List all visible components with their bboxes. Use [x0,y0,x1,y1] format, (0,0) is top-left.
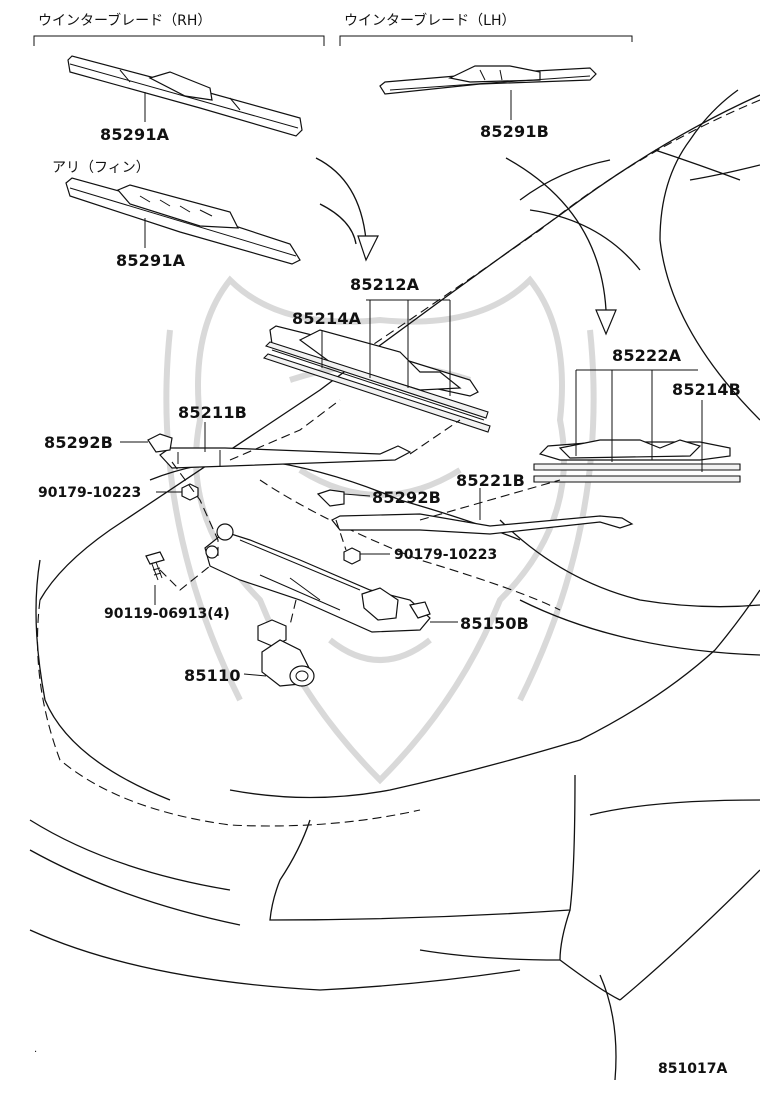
blade-85291b-lh [379,65,597,95]
label-85150b: 85150B [460,614,529,633]
corner-mark: . [34,1044,37,1055]
header-bracket-lh [339,35,633,46]
label-85211b: 85211B [178,403,247,422]
wiper-motor-85110 [257,619,315,687]
bolt-90119 [145,551,165,581]
label-90179-1: 90179-10223 [38,485,141,501]
label-85110: 85110 [184,666,241,685]
wiper-arm-85221b [316,489,634,535]
nut-90179-lh [343,547,361,565]
wiper-link-85150b [204,523,431,633]
arrow-to-85212a-fin [319,203,357,245]
label-85291b: 85291B [480,122,549,141]
label-85291a-2: 85291A [116,251,186,270]
label-85214b: 85214B [672,380,741,399]
wiper-arm-85211b [147,433,412,469]
arrow-to-85212a [315,157,379,262]
header-bracket-rh [33,35,325,46]
header-fin: アリ（フィン） [52,160,150,176]
label-85212a: 85212A [350,275,420,294]
vehicle-body-outline [29,89,760,1081]
blade-85291a-rh [67,55,303,137]
assembly-leader-lines [159,399,561,626]
figure-id: 851017A [658,1061,727,1077]
label-85221b: 85221B [456,471,525,490]
label-leader-lines [120,90,703,677]
nut-90179-rh [181,483,199,501]
label-85214a: 85214A [292,309,362,328]
blade-assembly-85222a [533,439,741,483]
header-rh: ウインターブレード（RH） [38,12,211,29]
arrow-to-85222a [505,157,617,336]
label-85292b-2: 85292B [372,488,441,507]
label-90179-2: 90179-10223 [394,547,497,563]
label-85292b-1: 85292B [44,433,113,452]
label-85291a-1: 85291A [100,125,170,144]
label-90119: 90119-06913(4) [104,606,230,622]
header-lh: ウインターブレード（LH） [344,12,516,29]
blade-85291a-fin [65,177,301,265]
label-85222a: 85222A [612,346,682,365]
